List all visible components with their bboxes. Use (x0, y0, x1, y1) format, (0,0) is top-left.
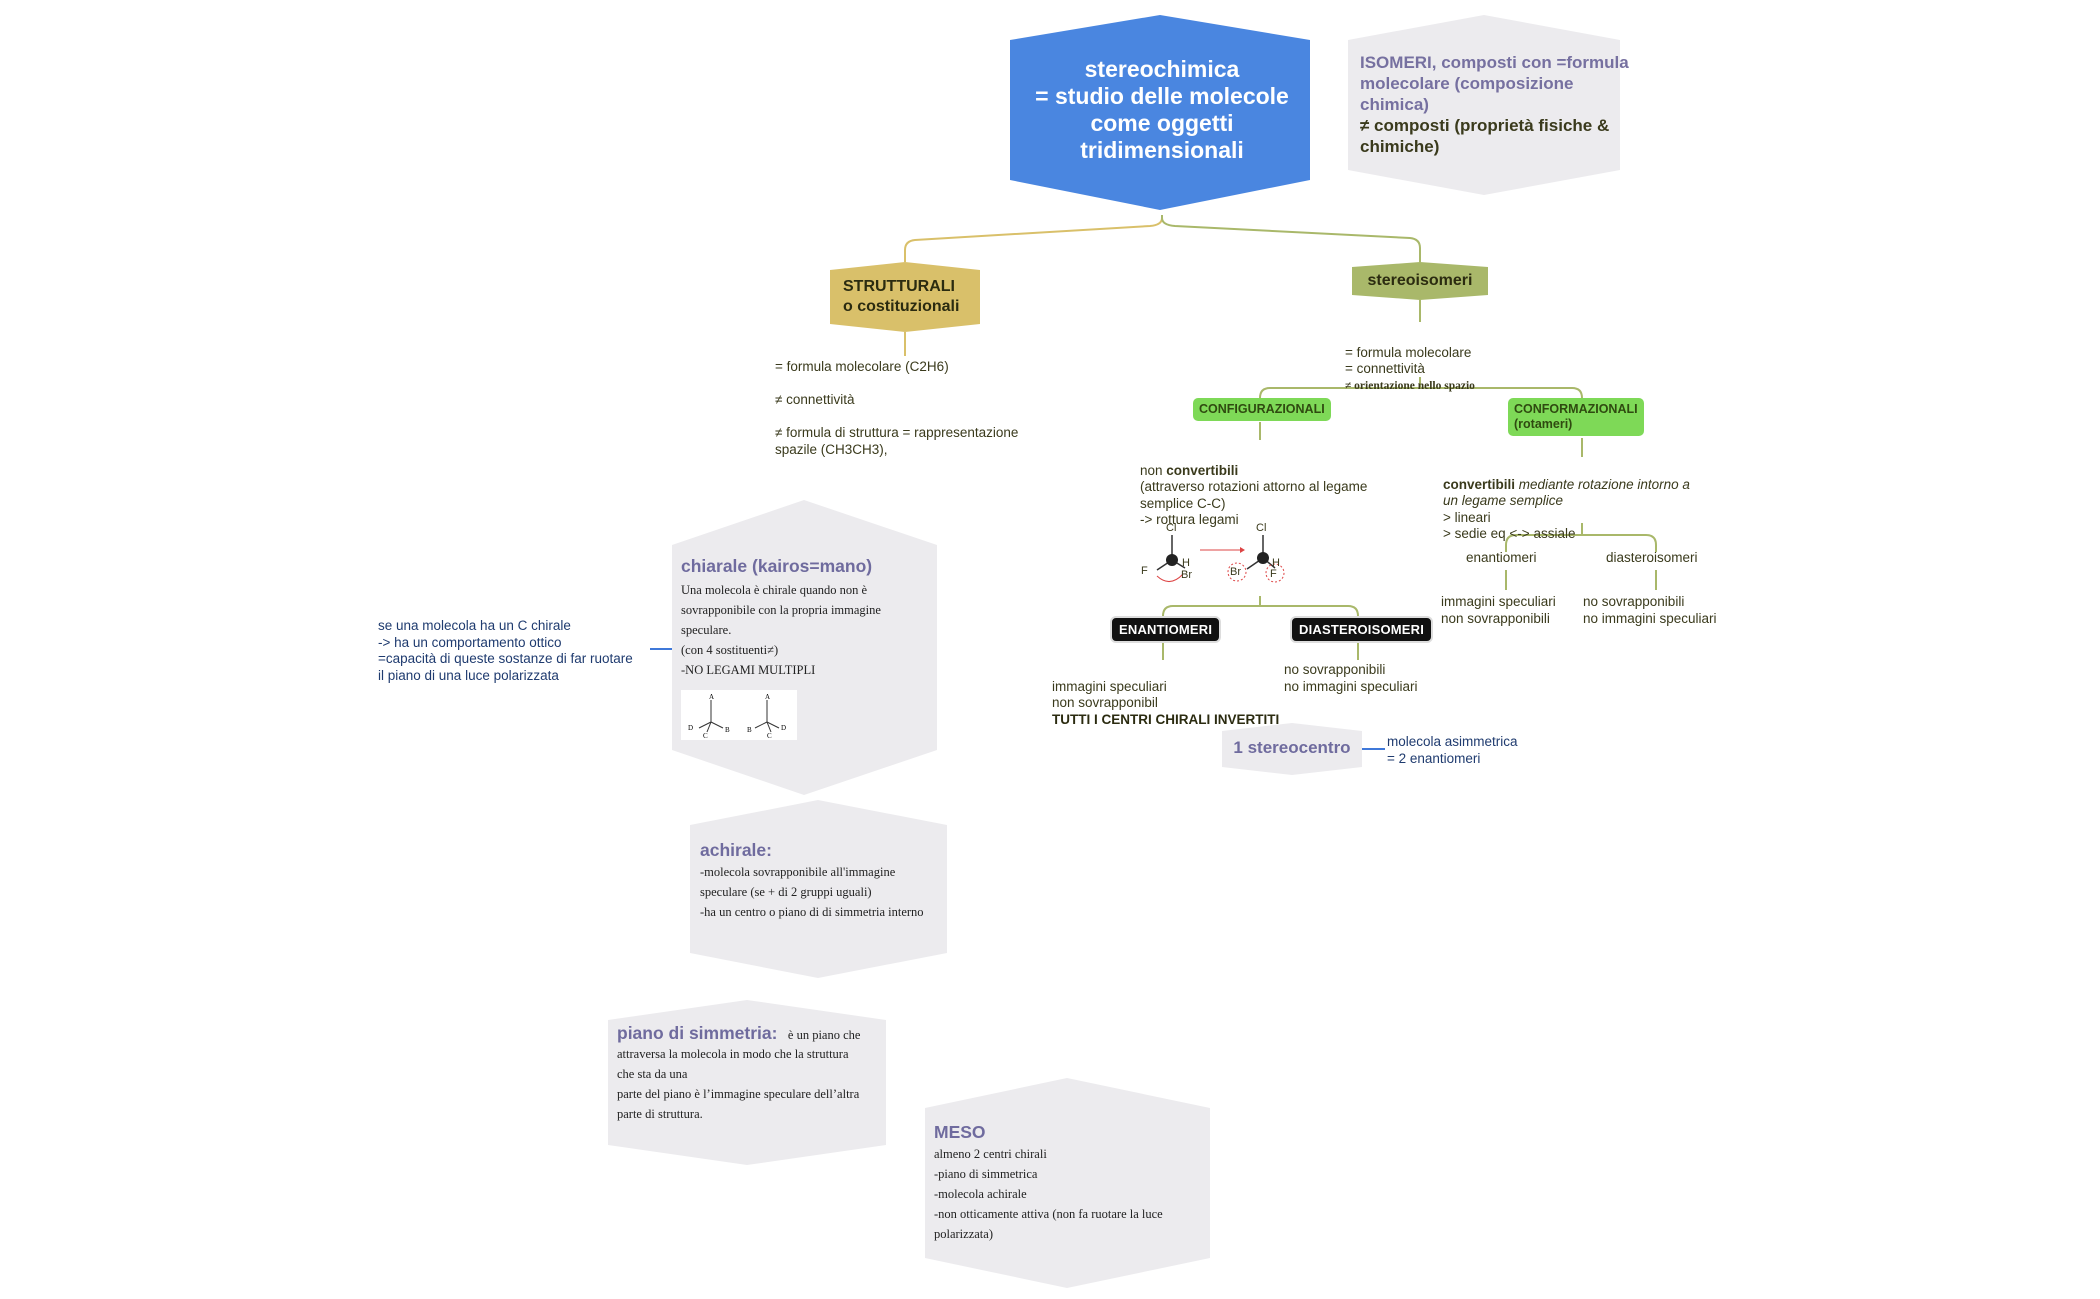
stereoisomeri-details: = formula molecolare = connettività ≠ or… (1345, 328, 1545, 411)
conformazionali-diasteroisomeri-details: no sovrapponibili no immagini speculiari (1583, 594, 1717, 626)
chirale-figure-label-d-1: D (688, 724, 693, 732)
stereocentro-node-shape[interactable] (1222, 723, 1362, 775)
molecule-label-f-2: F (1270, 568, 1277, 580)
stereoisomeri-details-b: ≠ orientazione nello spazio (1345, 379, 1475, 392)
strutturali-node-shape[interactable] (830, 262, 980, 332)
stereocentro-note: molecola asimmetrica = 2 enantiomeri (1387, 734, 1518, 766)
configurazionali-label[interactable]: CONFIGURAZIONALI (1193, 398, 1331, 421)
conformazionali-label[interactable]: CONFORMAZIONALI (rotameri) (1508, 398, 1644, 436)
chirale-figure-label-b-2: B (747, 726, 752, 734)
piano-body: attraversa la molecola in modo che la st… (617, 1047, 860, 1121)
molecule-label-h-2: H (1272, 557, 1280, 569)
chirale-figure-label-d-2: D (781, 724, 786, 732)
achirale-title: achirale: (700, 840, 772, 860)
chirale-figure-label-a-1: A (709, 693, 714, 701)
stereocentro-label: 1 stereocentro (1233, 738, 1351, 757)
molecule-label-f-1: F (1141, 565, 1148, 577)
isomeri-node-text: ISOMERI, composti con =formula molecolar… (1360, 52, 1630, 157)
diasteroisomeri-label[interactable]: DIASTEROISOMERI (1290, 616, 1434, 643)
conformazionali-bold: convertibili (1443, 476, 1516, 492)
molecule-label-cl-1: Cl (1166, 522, 1177, 534)
strutturali-label: STRUTTURALI o costituzionali (843, 278, 960, 315)
enantiomeri-details-bold: TUTTI I CENTRI CHIRALI INVERTITI (1052, 711, 1280, 727)
conformazionali-details: convertibili mediante rotazione intorno … (1443, 460, 1743, 559)
configurazionali-bold: convertibili (1166, 462, 1239, 478)
chirale-side-note: se una molecola ha un C chirale -> ha un… (378, 618, 633, 683)
chirale-body: Una molecola è chirale quando non è sovr… (681, 583, 881, 637)
meso-node-shape[interactable] (925, 1078, 1210, 1288)
root-node-shape[interactable] (1010, 15, 1310, 210)
achirale-node-shape[interactable] (690, 800, 947, 978)
meso-body: almeno 2 centri chirali -piano di simmet… (934, 1147, 1163, 1241)
achirale-body: -molecola sovrapponibile all'immagine sp… (700, 865, 924, 919)
enantiomeri-details: immagini speculiari non sovrapponibil TU… (1052, 662, 1312, 745)
chirale-figure-label-a-2: A (765, 693, 770, 701)
isomeri-line-1: ISOMERI, composti con =formula molecolar… (1360, 53, 1629, 114)
root-node-title: stereochimica = studio delle molecole co… (1035, 56, 1289, 163)
configuration-molecule-figure (1156, 535, 1285, 583)
piano-node-shape[interactable] (608, 1000, 886, 1165)
diasteroisomeri-details: no sovrapponibili no immagini speculiari (1284, 662, 1418, 694)
isomeri-line-2: ≠ composti (proprietà fisiche & chimiche… (1360, 116, 1610, 156)
isomeri-node-shape[interactable] (1348, 15, 1620, 195)
chirale-figure-label-b-1: B (725, 726, 730, 734)
meso-title: MESO (934, 1122, 986, 1142)
chirale-title: chiarale (kairos=mano) (681, 556, 873, 576)
molecule-label-cl-2: Cl (1256, 522, 1267, 534)
enantiomeri-label[interactable]: ENANTIOMERI (1110, 616, 1222, 643)
configurazionali-prefix: non (1140, 462, 1167, 478)
stereoisomeri-details-a: = formula molecolare = connettività (1345, 344, 1472, 377)
conformazionali-italic: mediante rotazione intorno a un legame s… (1443, 476, 1690, 509)
chirale-figure-label-c-2: C (767, 732, 772, 740)
conformazionali-diasteroisomeri-label[interactable]: diasteroisomeri (1606, 550, 1698, 565)
piano-title: piano di simmetria: (617, 1023, 778, 1043)
conformazionali-rest: > lineari > sedie eq <-> assiale (1443, 509, 1576, 542)
chirale-figure-box (681, 690, 797, 740)
molecule-label-br-2: Br (1230, 566, 1241, 578)
configurazionali-details: non convertibili (attraverso rotazioni a… (1140, 446, 1400, 545)
molecule-label-h-1: H (1182, 557, 1190, 569)
molecule-label-br-1: Br (1181, 569, 1192, 581)
stereoisomeri-label: stereoisomeri (1367, 272, 1473, 289)
configurazionali-rest: (attraverso rotazioni attorno al legame … (1140, 479, 1368, 527)
chirale-body-2: (con 4 sostituenti≠) -NO LEGAMI MULTIPLI (681, 643, 816, 677)
strutturali-details: = formula molecolare (C2H6) ≠ connettivi… (775, 359, 1019, 457)
stereoisomeri-node-shape[interactable] (1352, 262, 1488, 300)
conformazionali-enantiomeri-label[interactable]: enantiomeri (1466, 550, 1537, 565)
piano-heading: piano di simmetria: è un piano che (617, 1023, 882, 1044)
chirale-stereo-figure: A D B C A B D C (688, 693, 786, 740)
piano-body-first: è un piano che (787, 1028, 861, 1042)
chirale-figure-label-c-1: C (703, 732, 708, 740)
conformazionali-enantiomeri-details: immagini speculiari non sovrapponibili (1441, 594, 1556, 626)
enantiomeri-details-text: immagini speculiari non sovrapponibil (1052, 678, 1167, 711)
